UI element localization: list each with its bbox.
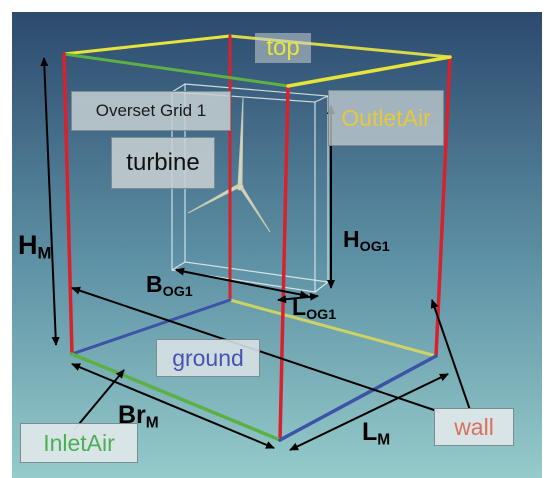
wall-pointer xyxy=(430,299,471,411)
domain-back-edges xyxy=(62,34,452,358)
hog1-dimension-label: HOG1 xyxy=(343,226,390,255)
brm-arrow xyxy=(71,363,275,449)
wall-label: wall xyxy=(434,408,514,446)
inlet-pointer xyxy=(73,369,125,431)
turbine-label: turbine xyxy=(111,137,215,189)
bog1-dimension-label: BOG1 xyxy=(146,271,193,300)
ground-label: ground xyxy=(156,339,260,377)
brm-dimension-label: BrM xyxy=(118,401,159,432)
inlet-label: InletAir xyxy=(20,423,138,463)
hm-dimension-label: HM xyxy=(18,230,52,263)
turbine-rotor-icon xyxy=(187,97,271,233)
overset-grid-label: Overset Grid 1 xyxy=(71,91,231,131)
top-label: top xyxy=(255,33,311,63)
log1-dimension-label: LOG1 xyxy=(292,294,337,323)
bog1-arrow xyxy=(175,267,309,299)
outlet-label: OutletAir xyxy=(328,90,444,146)
lm-arrow xyxy=(289,373,449,451)
hm-arrow xyxy=(40,57,60,346)
lm-dimension-label: LM xyxy=(362,418,391,449)
log1-arrow xyxy=(277,292,319,304)
